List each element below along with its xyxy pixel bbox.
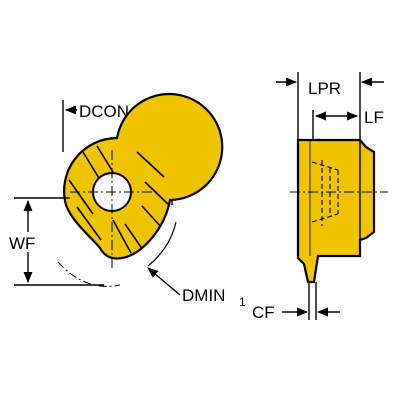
insert-disc [63,92,224,270]
lf-label: LF [364,108,384,127]
wf-label: WF [9,234,35,253]
side-view: LPR LF CF [252,72,388,322]
dmin-label: DMIN [182,286,225,305]
chip-grooves [68,145,171,254]
insert-side-profile [296,138,376,284]
dmin-arc [57,261,121,287]
lpr-label: LPR [308,79,341,98]
cf-label: CF [252,303,275,322]
dmin-subscript: 1 [239,295,246,309]
front-view: DCON WF [8,92,246,309]
dcon-label: DCON [79,102,129,121]
dmin-leader [147,267,181,296]
insert-disc-body [63,92,224,260]
dmin-arc-right [147,221,177,267]
